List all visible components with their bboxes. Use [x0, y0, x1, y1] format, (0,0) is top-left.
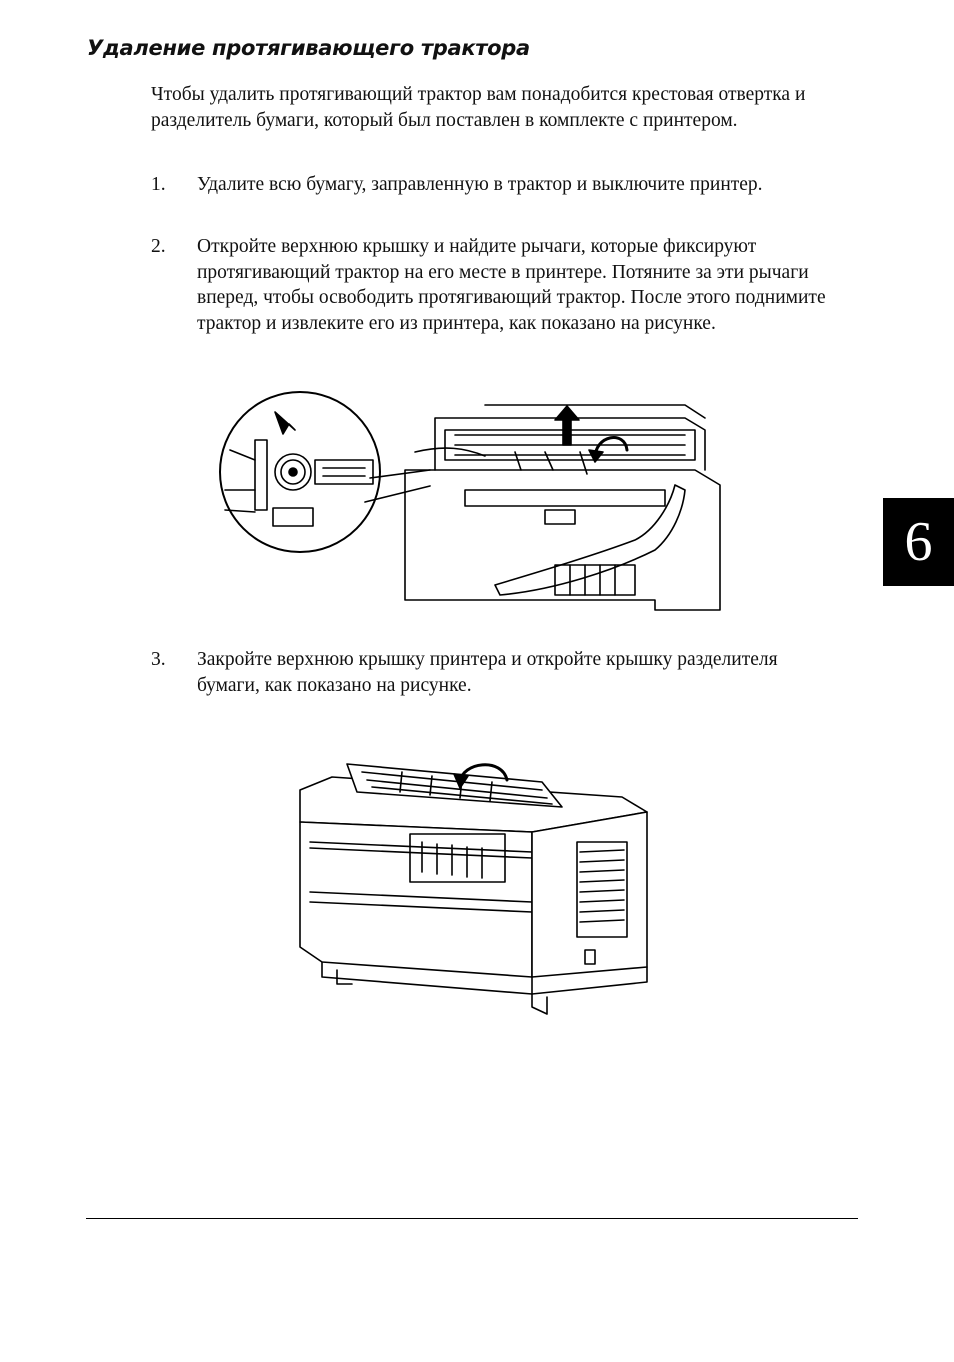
section-title: Удаление протягивающего трактора	[87, 36, 530, 60]
chapter-tab: 6	[883, 498, 954, 586]
step-text: Закройте верхнюю крышку принтера и откро…	[197, 649, 778, 696]
intro-paragraph: Чтобы удалить протягивающий трактор вам …	[151, 84, 806, 131]
step-number: 1.	[151, 174, 166, 195]
step-number: 3.	[151, 649, 166, 670]
step-text: Откройте верхнюю крышку и найдите рычаги…	[197, 236, 826, 334]
step-number: 2.	[151, 236, 166, 257]
tractor-removal-illustration	[219, 391, 721, 611]
step-text: Удалите всю бумагу, заправленную в тракт…	[197, 174, 763, 195]
printer-closed-illustration	[299, 763, 648, 1015]
footer-rule	[86, 1218, 858, 1219]
